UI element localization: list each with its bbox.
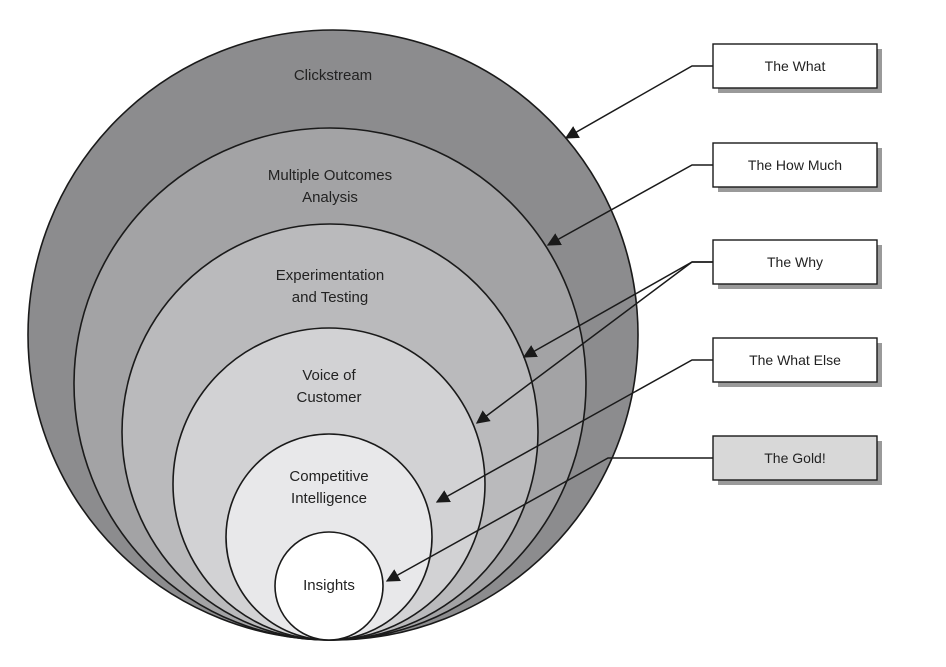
ring-label: Competitive: [289, 468, 368, 485]
label-box-text: The Gold!: [764, 450, 825, 466]
ring-label: Clickstream: [294, 67, 372, 84]
label-box-rect: [712, 337, 878, 383]
ring-label: and Testing: [292, 289, 368, 306]
connector-the-how-much: [546, 164, 713, 246]
label-box-rect: [712, 239, 878, 285]
ring-circle: [274, 531, 384, 641]
label-box-text: The Why: [767, 254, 823, 270]
label-box-text: The What: [765, 58, 826, 74]
label-box-rect: [712, 142, 878, 188]
label-box-rect: [712, 435, 878, 481]
label-box-the-what: The What: [712, 43, 882, 93]
label-box-rect: [712, 43, 878, 89]
label-box-the-why: The Why: [712, 239, 882, 289]
ring-label: Analysis: [302, 189, 358, 206]
label-box-the-what-else: The What Else: [712, 337, 882, 387]
ring-insights: Insights: [274, 531, 384, 641]
ring-label: Intelligence: [291, 490, 367, 507]
connector-the-what: [564, 65, 713, 139]
connector-the-what-else: [435, 359, 713, 503]
label-box-text: The What Else: [749, 352, 841, 368]
label-box-the-how-much: The How Much: [712, 142, 882, 192]
ring-label: Voice of: [302, 367, 356, 384]
label-box-text: The How Much: [748, 157, 842, 173]
label-box-the-gold: The Gold!: [712, 435, 882, 485]
ring-label: Experimentation: [276, 267, 384, 284]
ring-label: Customer: [296, 389, 361, 406]
ring-label: Multiple Outcomes: [268, 167, 392, 184]
ring-label: Insights: [303, 577, 355, 594]
connector-the-gold: [385, 457, 713, 582]
connector-the-why-voice: [475, 261, 713, 424]
